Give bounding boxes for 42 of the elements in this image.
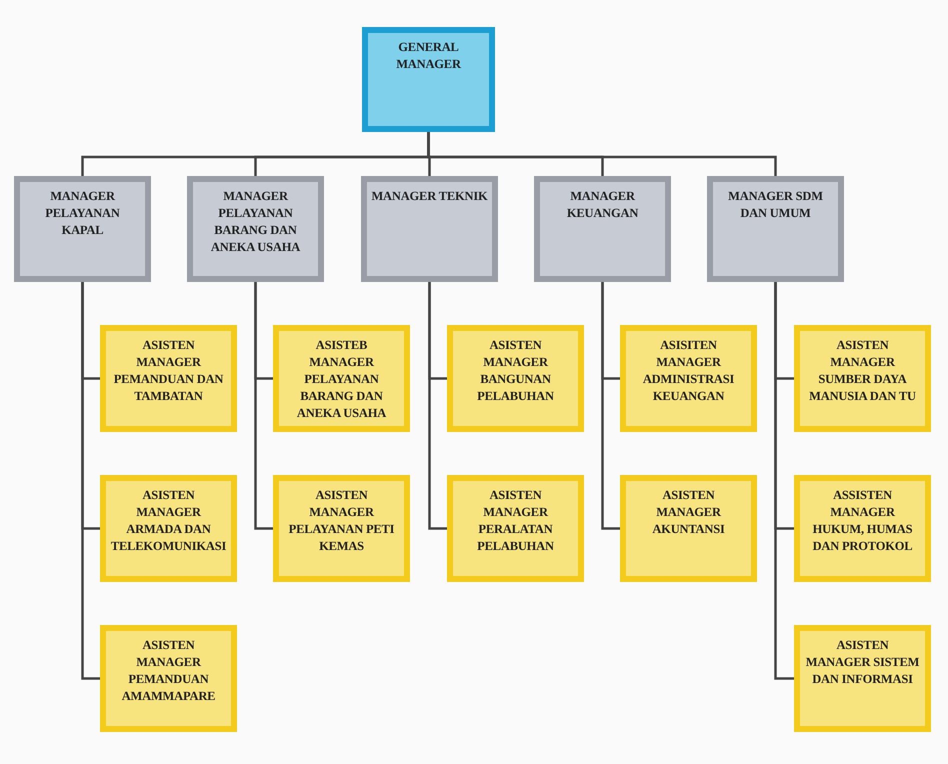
connector-line — [427, 132, 777, 176]
position-title: ASSISTEN MANAGER HUKUM, HUMAS DAN PROTOKOL — [812, 487, 914, 555]
position-box — [794, 475, 931, 582]
connector-line — [254, 282, 273, 530]
position-title: ASISITEN MANAGER ADMINISTRASI KEUANGAN — [642, 337, 736, 405]
connector-line — [428, 282, 447, 530]
position-title: ASISTEN MANAGER PEMANDUAN DAN TAMBATAN — [112, 337, 224, 405]
department-box — [707, 176, 844, 282]
connector-line — [774, 282, 794, 680]
department-box — [14, 176, 151, 282]
position-box — [620, 325, 757, 432]
position-box — [273, 325, 410, 432]
position-box — [794, 625, 931, 732]
position-box — [100, 625, 237, 732]
position-title: MANAGER KEUANGAN — [566, 188, 640, 222]
position-title: ASISTEN MANAGER PERALATAN PELABUHAN — [476, 487, 555, 555]
department-box — [361, 176, 498, 282]
position-title: ASISTEN MANAGER SISTEM DAN INFORMASI — [804, 637, 920, 688]
position-title: ASISTEN MANAGER SUMBER DAYA MANUSIA DAN TU — [808, 337, 917, 405]
position-box — [273, 475, 410, 582]
position-title: ASISTEN MANAGER BANGUNAN PELABUHAN — [476, 337, 555, 405]
manager-box — [362, 27, 495, 132]
position-title: ASISTEN MANAGER PELAYANAN PETI KEMAS — [288, 487, 396, 555]
connector-line — [81, 282, 100, 680]
position-box — [100, 325, 237, 432]
position-title: ASISTEN MANAGER ARMADA DAN TELEKOMUNIKASI — [110, 487, 227, 555]
position-title: MANAGER PELAYANAN KAPAL — [44, 188, 121, 239]
position-box — [620, 475, 757, 582]
position-box — [447, 475, 584, 582]
position-title: ASISTEN MANAGER AKUNTANSI — [651, 487, 726, 538]
position-title: GENERAL MANAGER — [395, 39, 462, 73]
position-box — [794, 325, 931, 432]
position-title: ASISTEB MANAGER PELAYANAN BARANG DAN ANEKA USAHA — [296, 337, 388, 422]
department-box — [187, 176, 324, 282]
position-title: MANAGER SDM DAN UMUM — [727, 188, 824, 222]
connector-line — [601, 282, 620, 530]
position-box — [447, 325, 584, 432]
position-title: ASISTEN MANAGER PEMANDUAN AMAMMAPARE — [120, 637, 216, 705]
position-title: MANAGER TEKNIK — [371, 188, 488, 205]
position-title: MANAGER PELAYANAN BARANG DAN ANEKA USAHA — [210, 188, 302, 256]
position-box — [100, 475, 237, 582]
department-box — [534, 176, 671, 282]
